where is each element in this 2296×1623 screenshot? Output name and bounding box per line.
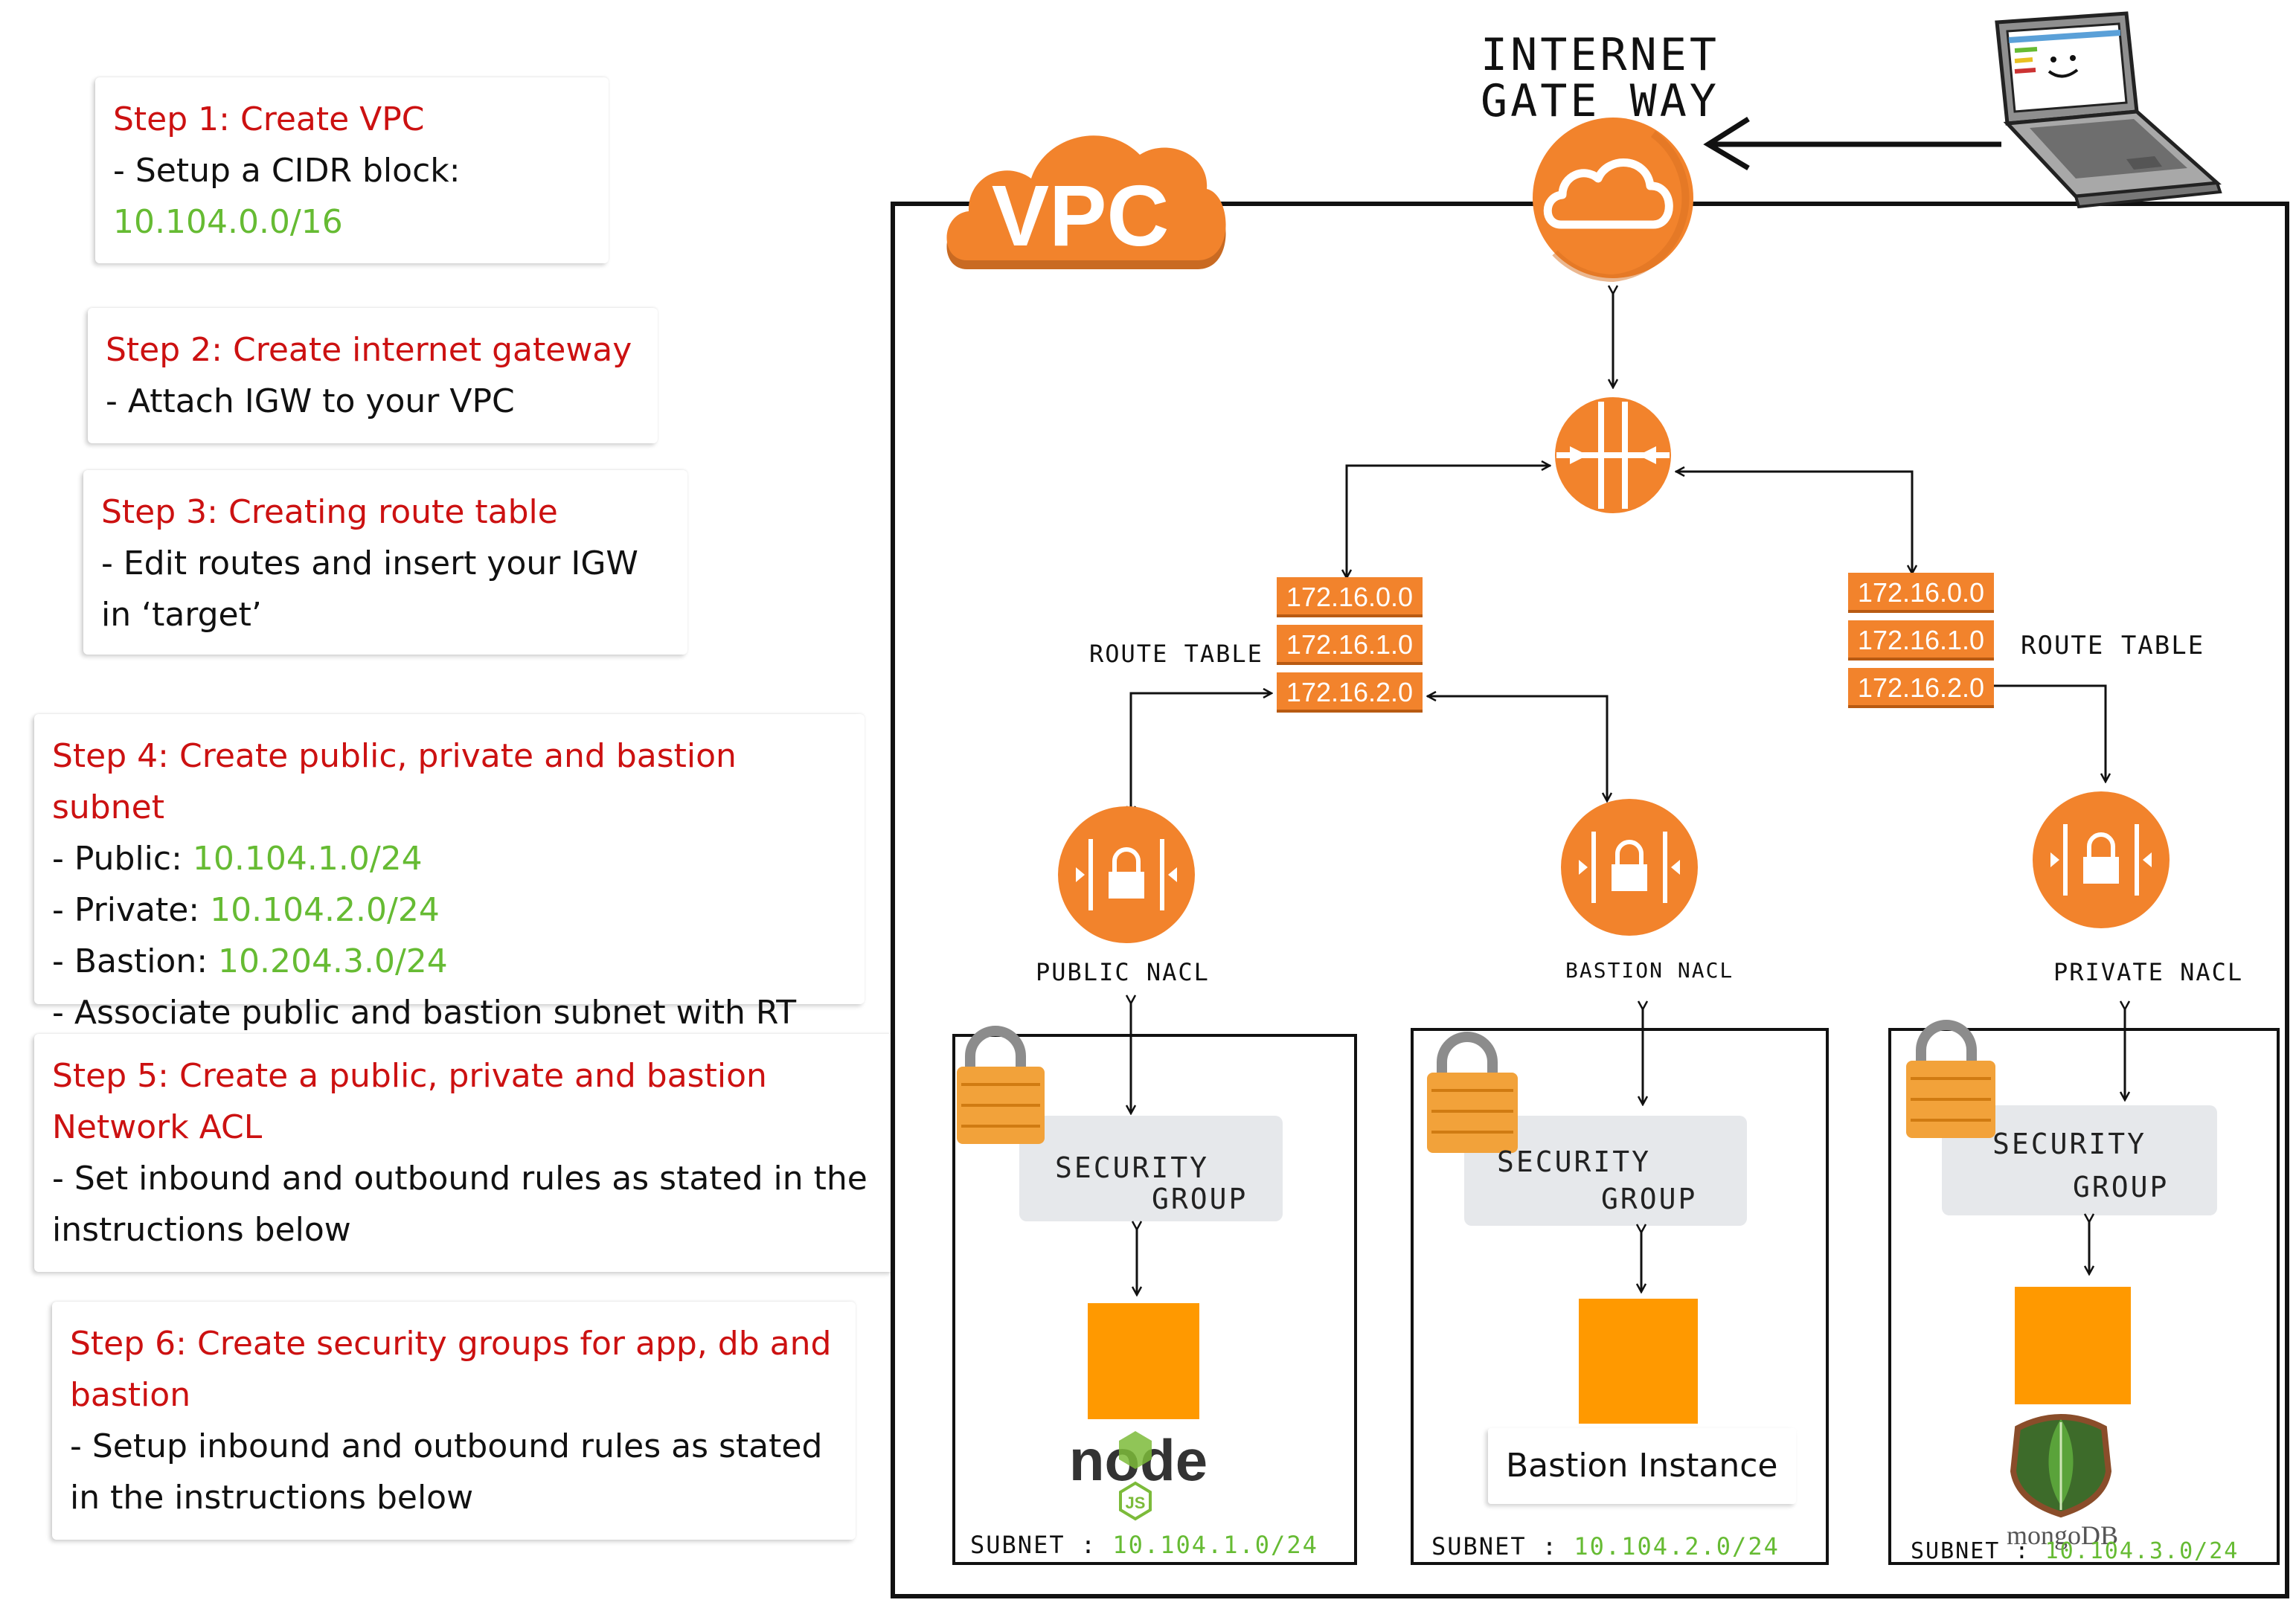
nodejs-logo-icon: node JS <box>1069 1427 1208 1521</box>
rt-right-row-3: 172.16.2.0 <box>1848 668 1994 708</box>
step-2-line: - Attach IGW to your VPC <box>106 382 515 420</box>
step-3-line-2: in ‘target’ <box>101 596 262 634</box>
step-6-line-1: - Setup inbound and outbound rules as st… <box>70 1427 823 1465</box>
bastion-sg-label-2: GROUP <box>1601 1183 1698 1215</box>
step-2-title: Step 2: Create internet gateway <box>106 331 632 369</box>
private-sg-label-1: SECURITY <box>1992 1128 2147 1160</box>
svg-text:mongoDB: mongoDB <box>2007 1520 2118 1550</box>
rt-left-row-2: 172.16.1.0 <box>1277 625 1423 665</box>
laptop-icon <box>1995 11 2222 209</box>
public-security-group <box>1019 1116 1283 1221</box>
vpc-cloud-icon: VPC <box>946 135 1226 269</box>
step-5-line-1: - Set inbound and outbound rules as stat… <box>52 1160 868 1198</box>
step-5-title: Step 5: Create a public, private and bas… <box>52 1057 767 1095</box>
step-1-line: - Setup a CIDR block: <box>113 152 461 190</box>
step-3-card: Step 3: Creating route table - Edit rout… <box>83 470 687 655</box>
igw-title-line-2: GATE WAY <box>1481 75 1719 127</box>
mongo-instance <box>2015 1287 2131 1404</box>
step-6-line-2: in the instructions below <box>70 1479 474 1517</box>
private-nacl-label: PRIVATE NACL <box>2053 958 2244 986</box>
private-padlock-icon <box>1906 1020 1995 1138</box>
step-4-public: - Public: 10.104.1.0/24 <box>52 840 423 878</box>
step-6-card: Step 6: Create security groups for app, … <box>52 1302 856 1540</box>
step-6-title: Step 6: Create security groups for app, … <box>70 1325 832 1363</box>
private-subnet-label: SUBNET : 10.104.3.0/24 <box>1911 1538 2239 1564</box>
public-sg-label-1: SECURITY <box>1055 1151 1210 1184</box>
router-icon <box>1555 397 1671 513</box>
public-padlock-icon <box>957 1026 1045 1144</box>
rt-left-row-3: 172.16.2.0 <box>1277 672 1423 713</box>
private-subnet-box <box>1888 1028 2280 1565</box>
step-5-title-2: Network ACL <box>52 1108 263 1146</box>
rt-right-row-1: 172.16.0.0 <box>1848 573 1994 613</box>
private-sg-label-2: GROUP <box>2073 1171 2170 1203</box>
bastion-instance-label: Bastion Instance <box>1488 1428 1796 1504</box>
bastion-nacl-icon <box>1561 799 1698 936</box>
step-6-title-2: bastion <box>70 1376 191 1414</box>
step-5-card: Step 5: Create a public, private and bas… <box>34 1034 894 1272</box>
igw-title-line-1: INTERNET <box>1481 29 1719 81</box>
step-3-line-1: - Edit routes and insert your IGW <box>101 544 638 582</box>
step-4-bastion: - Bastion: 10.204.3.0/24 <box>52 942 448 980</box>
internet-gateway-icon <box>1533 118 1693 283</box>
svg-text:JS: JS <box>1126 1494 1146 1512</box>
bastion-sg-label-1: SECURITY <box>1497 1145 1652 1178</box>
step-4-extra: - Associate public and bastion subnet wi… <box>52 994 797 1032</box>
bastion-subnet-box <box>1411 1028 1829 1565</box>
bastion-security-group <box>1464 1116 1747 1226</box>
vpc-label: VPC <box>992 167 1170 264</box>
step-1-cidr: 10.104.0.0/16 <box>113 203 343 241</box>
step-2-card: Step 2: Create internet gateway - Attach… <box>88 308 658 443</box>
bastion-nacl-label: BASTION NACL <box>1565 958 1734 983</box>
step-4-private: - Private: 10.104.2.0/24 <box>52 891 440 929</box>
route-table-right-label: ROUTE TABLE <box>2021 631 2205 661</box>
public-subnet-box <box>952 1034 1357 1565</box>
bastion-subnet-label: SUBNET : 10.104.2.0/24 <box>1431 1532 1780 1561</box>
step-4-card: Step 4: Create public, private and basti… <box>34 714 865 1032</box>
private-nacl-icon <box>2033 791 2170 928</box>
rt-left-row-1: 172.16.0.0 <box>1277 577 1423 617</box>
public-nacl-label: PUBLIC NACL <box>1036 958 1210 986</box>
step-1-title: Step 1: Create VPC <box>113 100 425 138</box>
step-4-title: Step 4: Create public, private and basti… <box>52 737 737 826</box>
private-security-group <box>1942 1105 2217 1215</box>
node-instance <box>1088 1303 1199 1419</box>
public-nacl-icon <box>1058 806 1195 943</box>
route-table-left-label: ROUTE TABLE <box>1089 640 1263 668</box>
public-sg-label-2: GROUP <box>1152 1183 1248 1215</box>
bastion-padlock-icon <box>1427 1032 1518 1153</box>
bastion-instance-square <box>1579 1299 1698 1424</box>
step-5-line-2: instructions below <box>52 1211 351 1249</box>
public-subnet-label: SUBNET : 10.104.1.0/24 <box>970 1531 1318 1559</box>
step-3-title: Step 3: Creating route table <box>101 493 558 531</box>
step-1-card: Step 1: Create VPC - Setup a CIDR block:… <box>95 77 609 263</box>
mongodb-logo-icon: mongoDB <box>2007 1414 2118 1550</box>
rt-right-row-2: 172.16.1.0 <box>1848 620 1994 661</box>
